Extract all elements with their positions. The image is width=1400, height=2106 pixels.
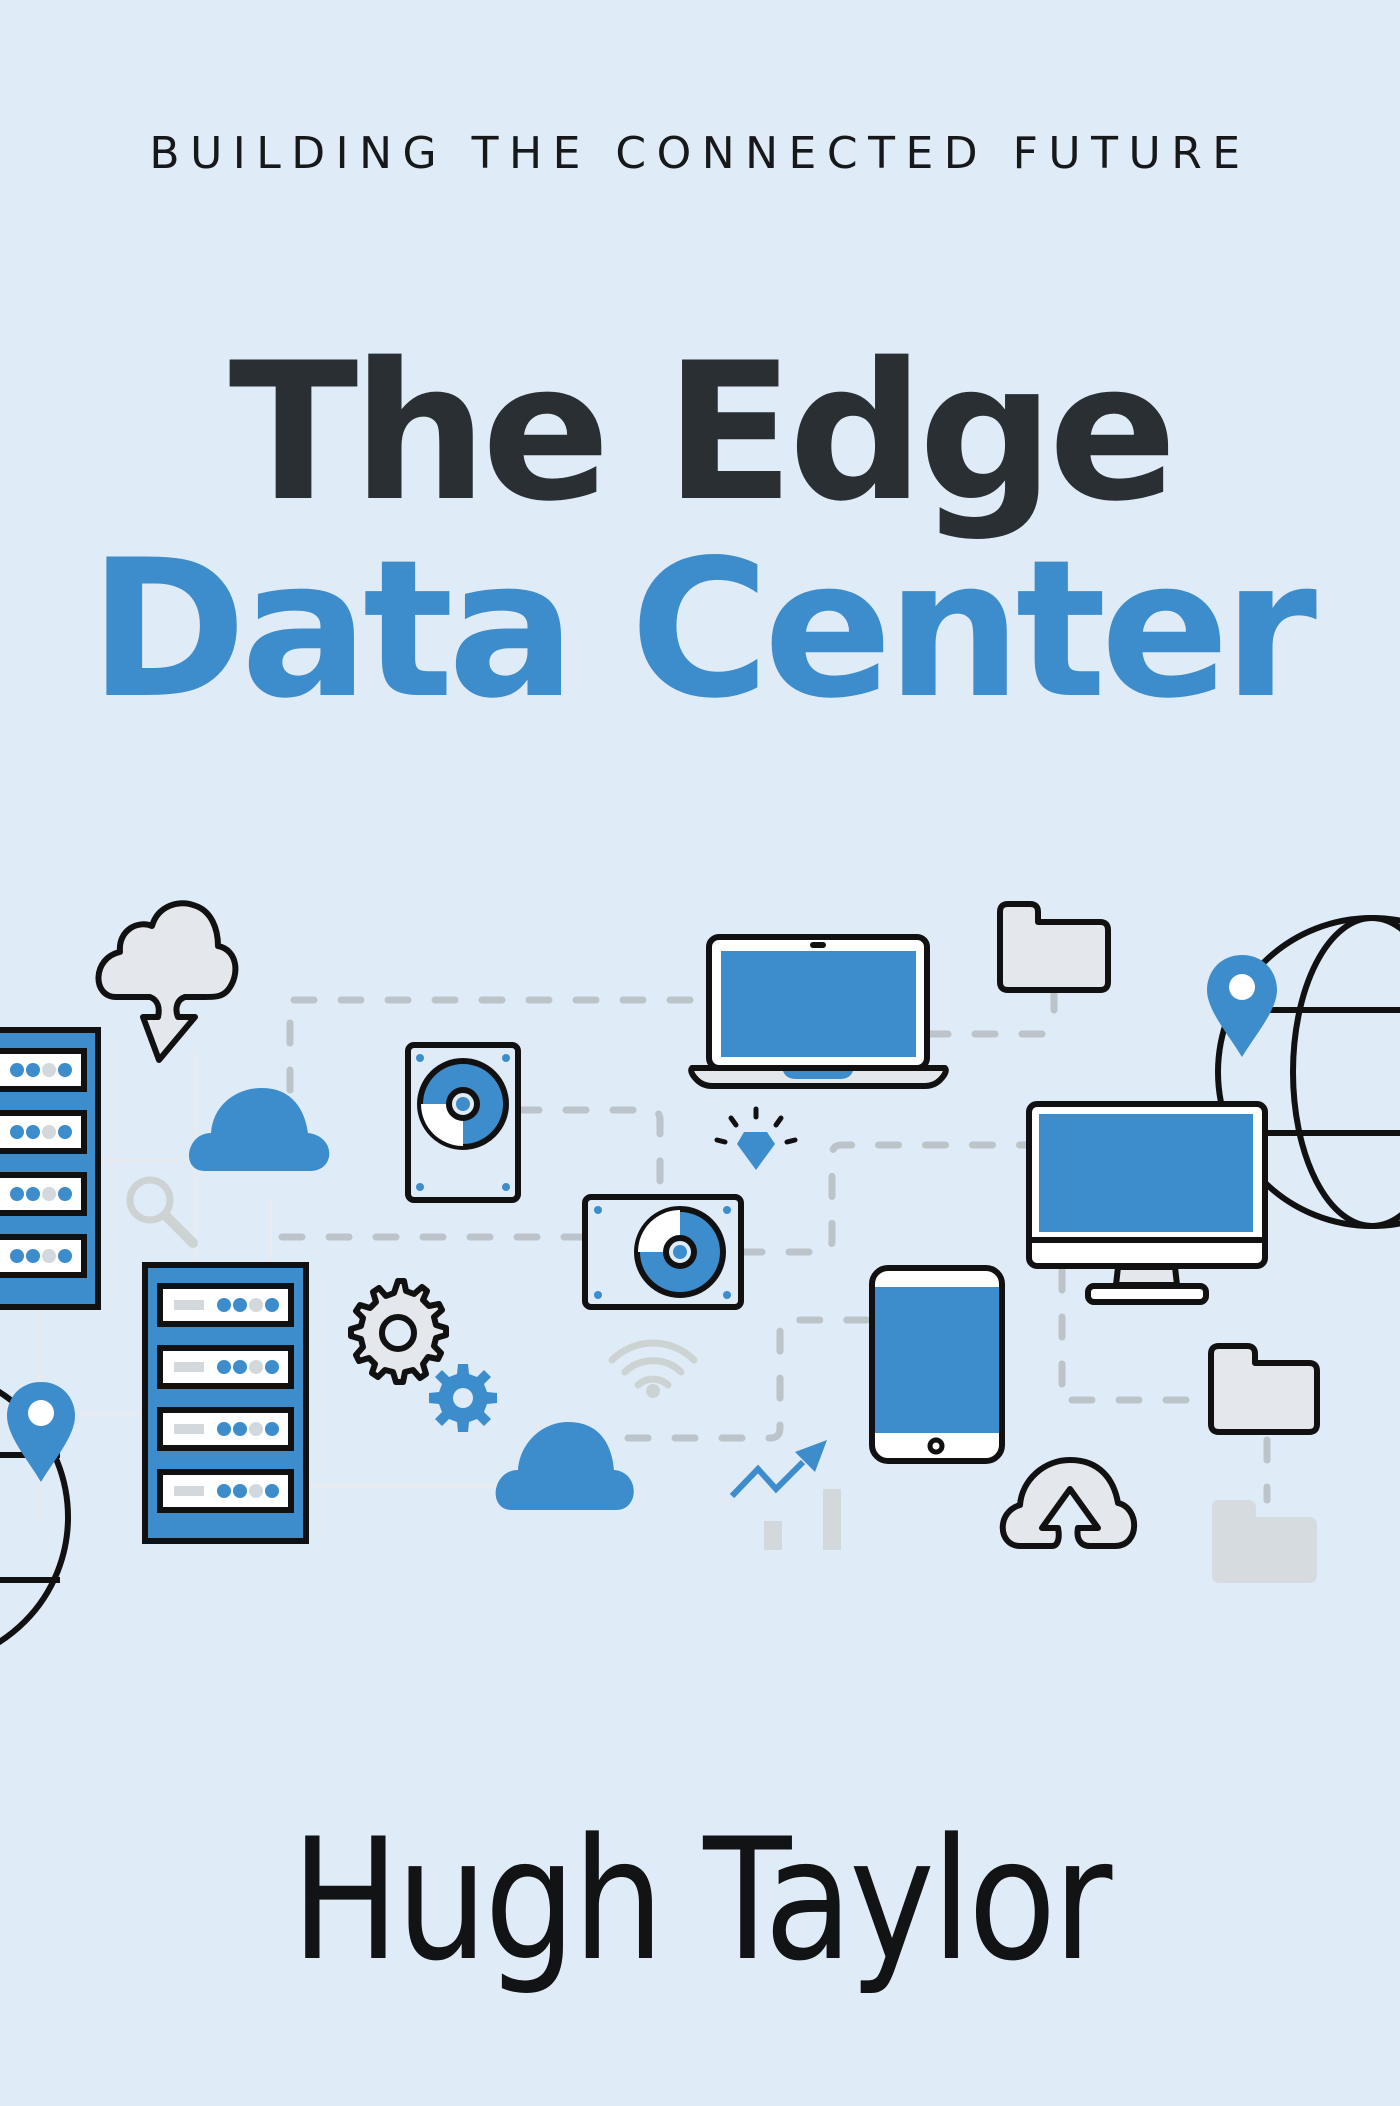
wifi-icon: [608, 1339, 698, 1398]
tablet-icon: [869, 1265, 1005, 1464]
hard-drive-icon: [582, 1194, 744, 1310]
author-name: Hugh Taylor: [291, 1802, 1112, 1998]
cloud-upload-icon: [999, 1457, 1138, 1549]
folder-icon: [1208, 1343, 1320, 1435]
cloud-icon: [495, 1422, 634, 1510]
diamond-icon: [714, 1106, 798, 1170]
series-tagline: BUILDING THE CONNECTED FUTURE: [149, 128, 1251, 179]
hard-drive-icon: [405, 1042, 521, 1203]
globe-icon: [1215, 915, 1400, 1229]
cloud-download-icon: [95, 900, 239, 1063]
title-line-2: Data Center: [88, 519, 1317, 740]
search-icon: [126, 1176, 198, 1248]
bar-chart-icon: [764, 1489, 841, 1550]
title-line-1: The Edge: [228, 322, 1178, 543]
laptop-icon: [688, 934, 949, 1089]
server-rack-icon: [142, 1262, 309, 1544]
server-rack-icon: [0, 1027, 101, 1310]
dashed-connectors: [278, 986, 1271, 1504]
trend-arrow-icon: [729, 1440, 827, 1499]
cloud-icon: [188, 1088, 330, 1171]
gear-icon: [348, 1278, 449, 1385]
gear-icon: [429, 1364, 497, 1432]
desktop-monitor-icon: [1026, 1101, 1268, 1305]
folder-icon: [1212, 1500, 1317, 1583]
location-pin-icon: [1207, 955, 1277, 1057]
location-pin-icon: [7, 1382, 75, 1482]
folder-icon: [997, 901, 1111, 993]
